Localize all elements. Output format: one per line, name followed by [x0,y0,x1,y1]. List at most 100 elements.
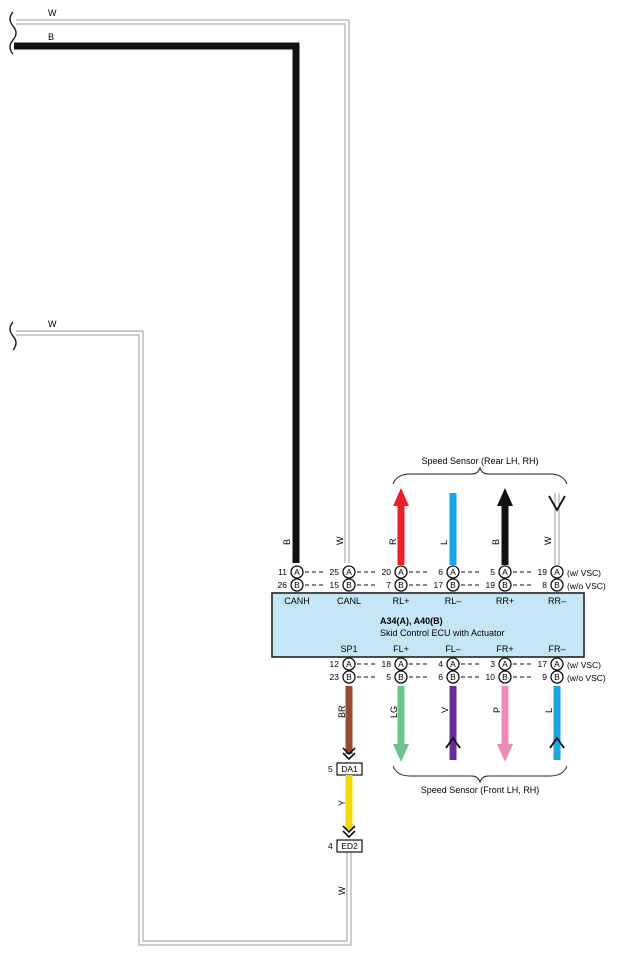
bottom-connector-b-letter: B [450,672,456,682]
ecu-subtitle: Skid Control ECU with Actuator [380,628,505,638]
wire-label-rl-minus: L [439,540,449,545]
top-connector-b-letter: B [554,580,560,590]
top-connector-b-letter: B [502,580,508,590]
top-pin-number: 8 [542,580,547,590]
rear-sensor-title: Speed Sensor (Rear LH, RH) [421,456,538,466]
variant-without-vsc-bottom: (w/o VSC) [567,673,606,683]
top-pin-number: 25 [330,567,340,577]
wire-label-fl-minus: V [440,707,450,713]
top-connector-a-letter: A [346,567,352,577]
wire-label-y: Y [337,800,347,806]
wire-label-w-loop: W [48,319,57,329]
top-connector-b-letter: B [346,580,352,590]
wire-label-rr-plus: B [491,539,501,545]
top-connector-b-circle [550,578,564,592]
bottom-pin-number: 4 [438,659,443,669]
bottom-connector-a-letter: A [346,659,352,669]
bottom-connector-b-circle [498,670,512,684]
top-connector-b-circle [290,578,304,592]
variant-without-vsc-top: (w/o VSC) [567,581,606,591]
wire-label-canl: W [335,536,345,545]
top-pin-number: 7 [386,580,391,590]
top-connector-a-letter: A [398,567,404,577]
arrow-down-icon [393,744,409,762]
ecu-terminal-name: FL+ [393,644,409,654]
top-connector-a-circle [446,565,460,579]
top-connector-b-letter: B [450,580,456,590]
top-connector-a-letter: A [502,567,508,577]
top-pin-number: 17 [434,580,444,590]
front-sensor-bracket [392,765,568,784]
wire-label-fl-plus: LG [389,706,399,718]
variant-with-vsc-top: (w/ VSC) [567,568,601,578]
wire-b-canh [14,42,300,563]
variant-with-vsc-bottom: (w/ VSC) [567,660,601,670]
junction-ed2-name: ED2 [341,841,358,851]
junction-da1-pin: 5 [328,764,333,774]
ecu-terminal-name: SP1 [340,644,357,654]
ecu-title: A34(A), A40(B) [380,616,443,626]
wire-label-b-top: B [48,32,54,42]
double-chevron-icon [342,825,356,834]
bottom-connector-b-circle [342,670,356,684]
bottom-pin-number: 3 [490,659,495,669]
arrow-down-icon [497,744,513,762]
ecu-terminal-name: RR– [548,596,566,606]
bottom-pin-number: 17 [538,659,548,669]
front-sensor-title: Speed Sensor (Front LH, RH) [421,785,540,795]
bottom-connector-b-letter: B [398,672,404,682]
bottom-connector-a-letter: A [502,659,508,669]
bottom-connector-a-circle [550,657,564,671]
top-connector-a-circle [342,565,356,579]
top-connector-a-circle [498,565,512,579]
ecu-terminal-name: CANH [284,596,310,606]
wire-label-rl-plus: R [388,538,398,545]
wire-label-w-top: W [48,8,57,18]
bottom-pin-number: 18 [382,659,392,669]
ecu-terminal-name: RL+ [393,596,410,606]
bottom-pin-number: 10 [486,672,496,682]
top-connector-a-letter: A [294,567,300,577]
top-pin-number: 19 [538,567,548,577]
chevron-up-icon [549,736,565,749]
top-pin-number: 20 [382,567,392,577]
bottom-connector-b-circle [394,670,408,684]
junction-da1-name: DA1 [341,764,358,774]
bottom-connector-b-letter: B [502,672,508,682]
top-connector-b-circle [498,578,512,592]
top-connector-b-letter: B [398,580,404,590]
bottom-pin-number: 5 [386,672,391,682]
ecu-terminal-name: CANL [337,596,361,606]
top-connector-b-circle [446,578,460,592]
chevron-down-icon [548,495,566,512]
bottom-connector-a-circle [498,657,512,671]
bottom-connector-b-letter: B [554,672,560,682]
top-pin-number: 11 [278,567,287,577]
top-connector-a-circle [394,565,408,579]
wire-label-canh: B [282,539,292,545]
ecu-box [271,592,585,658]
top-connector-a-circle [550,565,564,579]
top-connector-a-letter: A [450,567,456,577]
top-pin-number: 19 [486,580,496,590]
bottom-pin-number: 6 [438,672,443,682]
top-connector-b-circle [394,578,408,592]
ecu-terminal-name: FL– [445,644,461,654]
bottom-connector-b-circle [446,670,460,684]
bottom-connector-a-circle [446,657,460,671]
top-connector-a-letter: A [554,567,560,577]
top-pin-number: 26 [278,580,288,590]
wire-label-sp1: BR [337,705,347,718]
double-chevron-icon [342,747,356,756]
ecu-terminal-name: RR+ [496,596,514,606]
arrow-up-icon [497,488,513,506]
bottom-connector-b-letter: B [346,672,352,682]
top-connector-b-letter: B [294,580,300,590]
junction-ed2-pin: 4 [328,841,333,851]
rear-sensor-bracket [392,466,568,485]
junction-ed2-box [336,839,363,853]
bottom-pin-number: 12 [330,659,340,669]
wire-label-w-bottom: W [337,886,347,895]
ecu-terminal-name: FR– [548,644,565,654]
